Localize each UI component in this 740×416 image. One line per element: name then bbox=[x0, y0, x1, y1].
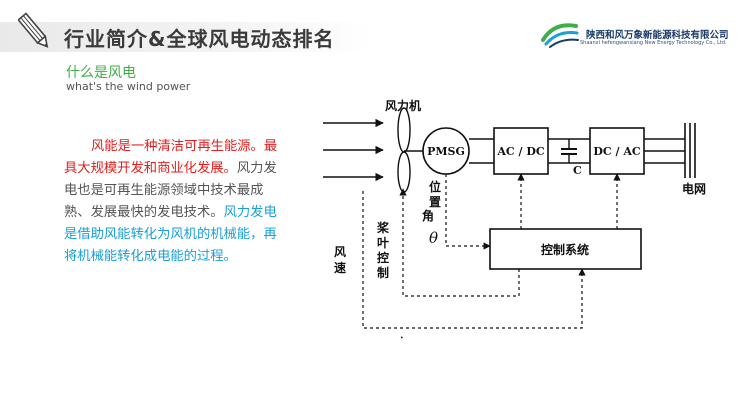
control-system-box bbox=[489, 228, 642, 270]
dc-link-capacitor-icon bbox=[561, 139, 577, 163]
rectifier-label: AC / DC bbox=[496, 145, 545, 158]
company-name-cn: 陕西和风万象新能源科技有限公司 bbox=[586, 30, 729, 41]
section-subtitle-en: what's the wind power bbox=[66, 80, 191, 93]
control-signal-lines bbox=[362, 173, 621, 329]
capacitor-label: C bbox=[573, 164, 582, 177]
section-subtitle-cn: 什么是风电 bbox=[66, 65, 136, 81]
theta-symbol: θ bbox=[429, 229, 438, 247]
company-name-en: Shaanxi hefengwanxiang New Energy Techno… bbox=[580, 40, 727, 46]
control-system-label: 控制系统 bbox=[541, 242, 589, 257]
pencil-icon bbox=[18, 12, 49, 48]
intro-paragraph: 风能是一种清洁可再生能源。最具大规模开发和商业化发展。风力发电也是可再生能源领域… bbox=[64, 136, 286, 268]
turbine-blades-icon bbox=[397, 107, 411, 193]
turbine-label: 风力机 bbox=[385, 98, 421, 113]
sentence-conversion-process: 风力发电是借助风能转化为风机的机械能，再将机械能转化成电能的过程。 bbox=[64, 205, 277, 264]
sentence-large-scale: 最具大规模开发和商业化发展。 bbox=[64, 139, 278, 176]
grid-label: 电网 bbox=[682, 181, 706, 196]
slide-header: 行业简介&全球风电动态排名 陕西和风万象新能源科技有限公司 Shaanxi he… bbox=[0, 0, 740, 60]
wind-speed-label: 风 速 bbox=[334, 245, 350, 275]
sentence-clean-energy: 风能是一种清洁可再生能源。 bbox=[91, 139, 264, 154]
position-angle-label: 位 置 角 bbox=[422, 179, 445, 223]
inverter-label: DC / AC bbox=[593, 145, 641, 158]
pitch-control-label: 桨 叶 控 制 bbox=[376, 220, 393, 280]
wind-power-system-diagram: 风力机 PMSG AC / DC C DC / AC 电网 控制系统 bbox=[323, 98, 706, 342]
slide-title: 行业简介&全球风电动态排名 bbox=[64, 27, 335, 51]
footnote-dot: • bbox=[400, 335, 404, 342]
pmsg-label: PMSG bbox=[427, 145, 465, 158]
title-band bbox=[0, 22, 370, 52]
sentence-mature-technology: 风力发电也是可再生能源领域中技术最成熟、发展最快的发电技术。 bbox=[64, 161, 277, 220]
rectifier-box bbox=[493, 127, 549, 175]
company-logo-icon bbox=[541, 23, 579, 48]
grid-bus-icon bbox=[684, 123, 696, 178]
wind-arrows bbox=[323, 118, 384, 182]
